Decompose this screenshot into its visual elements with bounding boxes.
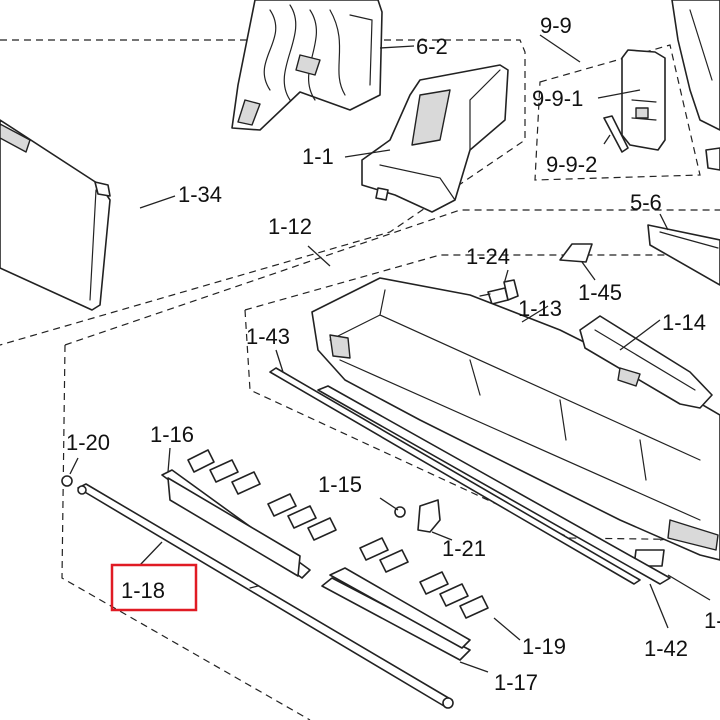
label-1-42: 1-42 (644, 636, 688, 661)
highlight-box-1-18 (110, 563, 198, 612)
part-right-housing-fragment (671, 0, 720, 171)
label-1-43: 1-43 (246, 324, 290, 349)
label-9-9-2: 9-9-2 (546, 152, 597, 177)
part-1-13-chassis (311, 277, 720, 567)
label-1-15: 1-15 (318, 472, 362, 497)
label-1-12: 1-12 (268, 214, 312, 239)
part-1-43-strip (269, 367, 641, 585)
part-1-17-vane-assembly (321, 537, 489, 661)
part-1-24-screw (479, 279, 519, 305)
label-9-9-1: 9-9-1 (532, 86, 583, 111)
label-1-34: 1-34 (178, 182, 222, 207)
label-1-13: 1-13 (518, 296, 562, 321)
label-1-14: 1-14 (662, 310, 706, 335)
part-9-9-1-switch-box (621, 49, 666, 151)
part-1-16-vane-assembly (161, 449, 337, 579)
part-1-45-sheet (559, 243, 593, 263)
label-1-24: 1-24 (466, 244, 510, 269)
part-6-2-heat-exchanger (231, 0, 383, 131)
label-1-21: 1-21 (442, 536, 486, 561)
label-1-1: 1-1 (302, 144, 334, 169)
part-9-9-2-lever (603, 115, 629, 153)
part-1-34-front-panel (0, 119, 111, 311)
label-9-9: 9-9 (540, 13, 572, 38)
part-1-14-cover (579, 315, 713, 409)
part-1-1-bracket (361, 64, 509, 213)
label-1-19: 1-19 (522, 634, 566, 659)
part-1-21-bracket (417, 499, 441, 533)
part-1-18-link-rod (77, 483, 454, 709)
label-1-16: 1-16 (150, 422, 194, 447)
label-1-20: 1-20 (66, 430, 110, 455)
callout-labels: 6-2 9-9 9-9-1 9-9-2 1-1 1-34 5-6 1-12 1-… (66, 13, 720, 695)
label-1-partial: 1- (704, 608, 720, 633)
part-1-42-rail (317, 385, 671, 585)
leader-lines (69, 34, 711, 673)
label-1-45: 1-45 (578, 280, 622, 305)
label-1-17: 1-17 (494, 670, 538, 695)
part-5-6-pcb (647, 224, 720, 286)
label-6-2: 6-2 (416, 34, 448, 59)
label-1-18: 1-18 (121, 578, 165, 603)
label-5-6: 5-6 (630, 190, 662, 215)
part-1-20-nut (61, 475, 73, 487)
